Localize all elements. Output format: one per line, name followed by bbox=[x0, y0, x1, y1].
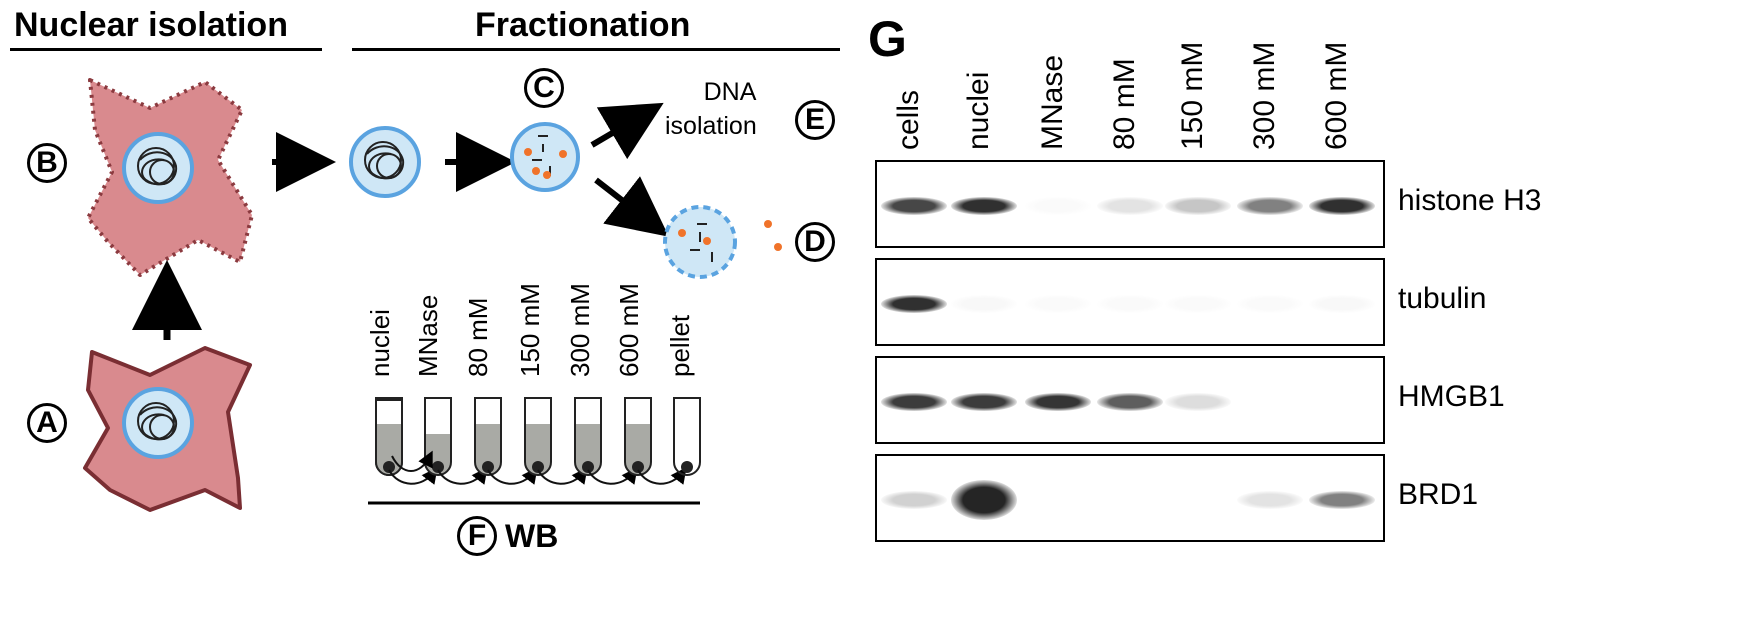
band-0-6 bbox=[1309, 197, 1375, 215]
band-1-1 bbox=[951, 295, 1017, 313]
band-0-2 bbox=[1025, 197, 1091, 215]
band-1-5 bbox=[1237, 295, 1303, 313]
transfer-arrow-4 bbox=[587, 467, 638, 485]
transfer-arrow-5 bbox=[637, 467, 687, 485]
cell-b-nucleus bbox=[122, 132, 194, 204]
tube-label-4: 300 mM bbox=[565, 283, 595, 377]
band-1-6 bbox=[1309, 295, 1375, 313]
cell-a-nucleus bbox=[122, 387, 194, 459]
band-1-4 bbox=[1165, 295, 1231, 313]
blot-panel-hmgb1 bbox=[875, 356, 1385, 444]
band-2-2 bbox=[1025, 393, 1091, 411]
tube-pellet-0 bbox=[383, 461, 395, 473]
heading-rule-nuclear bbox=[10, 48, 322, 51]
transfer-arrow-3 bbox=[537, 467, 588, 485]
tube-0 bbox=[375, 397, 403, 476]
band-0-1 bbox=[951, 197, 1017, 215]
tube-fill-3 bbox=[525, 424, 551, 475]
band-1-2 bbox=[1025, 295, 1091, 313]
transfer-arrow-0 bbox=[388, 467, 438, 485]
band-0-4 bbox=[1165, 197, 1231, 215]
label-g: G bbox=[868, 11, 907, 67]
dna-isolation-line1: DNA bbox=[703, 78, 757, 106]
label-e: E bbox=[795, 100, 835, 140]
dna-isolation-line2: isolation bbox=[665, 112, 757, 140]
band-1-0 bbox=[881, 295, 947, 313]
cell-a-chromatin bbox=[137, 402, 178, 441]
lane-label-4: 150 mM bbox=[1176, 41, 1209, 150]
band-0-3 bbox=[1097, 197, 1163, 215]
label-f: F bbox=[457, 516, 497, 556]
tube-label-0: nuclei bbox=[365, 309, 395, 377]
schematic-graphic bbox=[83, 78, 782, 512]
protein-label-tubulin: tubulin bbox=[1398, 282, 1487, 315]
heading-nuclear-isolation: Nuclear isolation bbox=[14, 6, 288, 44]
band-2-3 bbox=[1097, 393, 1163, 411]
label-c: C bbox=[524, 68, 564, 108]
tube-6 bbox=[673, 397, 701, 476]
tube-2 bbox=[474, 397, 502, 476]
band-3-1 bbox=[951, 480, 1017, 520]
band-0-5 bbox=[1237, 197, 1303, 215]
label-a: A bbox=[27, 403, 67, 443]
lane-label-6: 600 mM bbox=[1320, 41, 1353, 150]
blot-panel-brd1 bbox=[875, 454, 1385, 542]
lane-label-5: 300 mM bbox=[1248, 41, 1281, 150]
digested-nucleus bbox=[510, 122, 580, 192]
lane-label-1: nuclei bbox=[962, 71, 995, 150]
tube-pellet-1 bbox=[432, 461, 444, 473]
band-2-4 bbox=[1165, 393, 1231, 411]
transfer-arrow-1 bbox=[437, 467, 488, 485]
band-3-6 bbox=[1309, 491, 1375, 509]
tube-pellet-4 bbox=[582, 461, 594, 473]
protein-label-hmgb1: HMGB1 bbox=[1398, 380, 1505, 413]
protein-label-brd1: BRD1 bbox=[1398, 478, 1479, 511]
band-3-5 bbox=[1237, 491, 1303, 509]
tube-label-5: 600 mM bbox=[614, 283, 644, 377]
transfer-arrow-mnase bbox=[391, 450, 433, 472]
tube-5 bbox=[624, 397, 652, 476]
label-b: B bbox=[27, 143, 67, 183]
wb-label: WB bbox=[505, 518, 559, 554]
cell-b-chromatin bbox=[137, 147, 178, 186]
tube-4 bbox=[574, 397, 602, 476]
tube-pellet-6 bbox=[681, 461, 693, 473]
band-2-0 bbox=[881, 393, 947, 411]
band-2-1 bbox=[951, 393, 1017, 411]
isolated-chromatin bbox=[364, 141, 405, 180]
protein-label-histone-h3: histone H3 bbox=[1398, 184, 1542, 217]
band-1-3 bbox=[1097, 295, 1163, 313]
tube-label-2: 80 mM bbox=[463, 297, 493, 377]
label-d: D bbox=[795, 222, 835, 262]
band-0-0 bbox=[881, 197, 947, 215]
tube-fill-4 bbox=[575, 424, 601, 475]
lane-label-0: cells bbox=[892, 89, 925, 150]
band-3-0 bbox=[881, 491, 947, 509]
tube-pellet-2 bbox=[482, 461, 494, 473]
lane-label-3: 80 mM bbox=[1108, 58, 1141, 150]
tube-label-6: pellet bbox=[665, 314, 695, 377]
tube-label-1: MNase bbox=[413, 294, 443, 377]
isolated-nucleus bbox=[349, 126, 421, 198]
tube-fill-2 bbox=[475, 424, 501, 475]
tube-pellet-5 bbox=[632, 461, 644, 473]
tube-3 bbox=[524, 397, 552, 476]
heading-fractionation: Fractionation bbox=[475, 6, 691, 44]
tube-pellet-3 bbox=[532, 461, 544, 473]
lane-label-2: MNase bbox=[1036, 54, 1069, 150]
heading-rule-fractionation bbox=[352, 48, 840, 51]
tube-fill-5 bbox=[625, 424, 651, 475]
transfer-arrow-2 bbox=[487, 467, 538, 485]
blot-panel-tubulin bbox=[875, 258, 1385, 346]
digested-dots bbox=[524, 148, 567, 179]
tube-label-3: 150 mM bbox=[515, 283, 545, 377]
blot-panel-histone-h3 bbox=[875, 160, 1385, 248]
